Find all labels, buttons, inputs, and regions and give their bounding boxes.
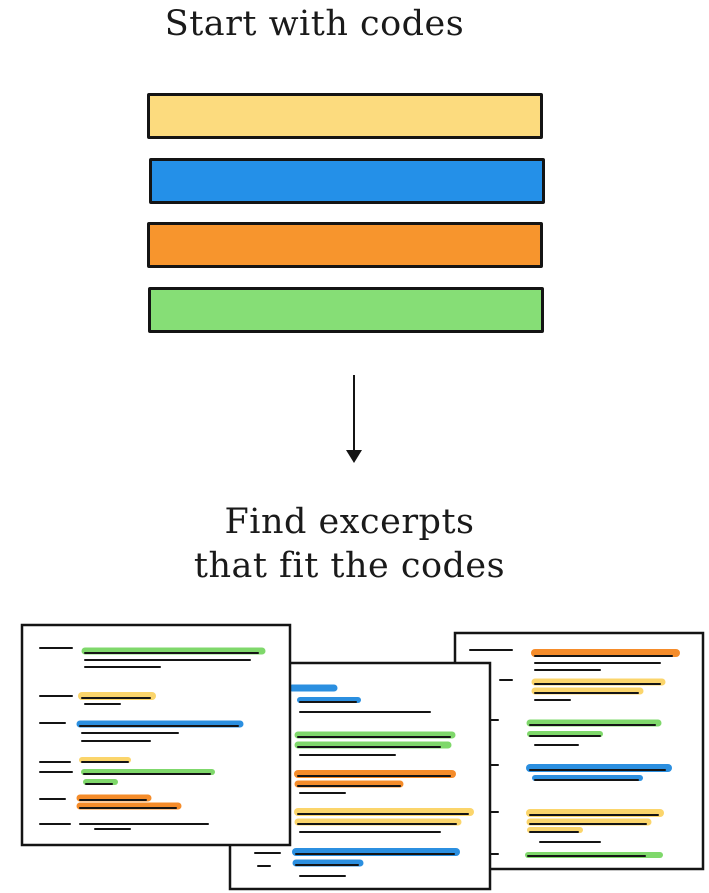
- code-bar-green: [148, 287, 544, 333]
- title-start-with-codes: Start with codes: [164, 4, 465, 44]
- code-bar-blue: [149, 158, 545, 204]
- title-find-excerpts-line2: that fit the codes: [193, 546, 506, 586]
- title-find-excerpts: Find excerpts that fit the codes: [0, 500, 704, 588]
- code-bar-yellow: [147, 93, 543, 139]
- document-left-excerpts: [39, 647, 266, 830]
- document-left: [20, 623, 292, 847]
- document-middle-excerpts: [254, 684, 474, 877]
- title-find-excerpts-line1: Find excerpts: [224, 502, 475, 542]
- down-arrow-icon: [346, 375, 362, 463]
- document-right: [453, 631, 705, 871]
- code-bar-orange: [147, 222, 543, 268]
- coded-documents-illustration: [20, 623, 705, 891]
- document-right-excerpts: [469, 649, 680, 858]
